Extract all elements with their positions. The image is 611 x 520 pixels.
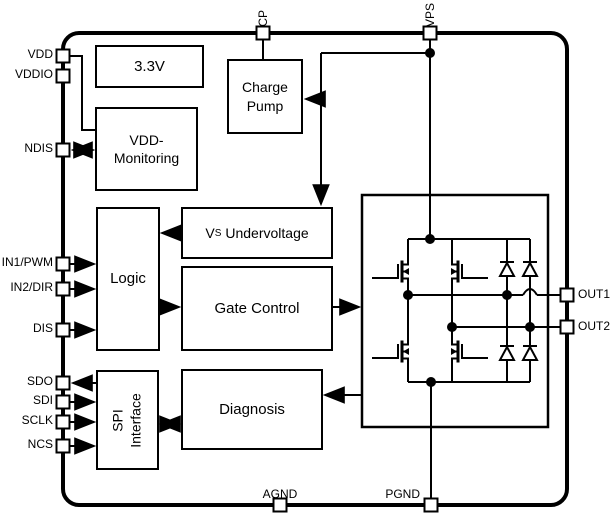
vdd-monitoring-label: VDD- Monitoring [113,131,180,166]
pin-label-in2-dir: IN2/DIR [10,280,53,294]
mosfet-high-side-left [372,239,409,295]
junction-dot [525,322,535,332]
pin-sclk [55,414,71,430]
junction-dot [425,234,435,244]
junction-dot [426,377,436,387]
mosfet-low-side-right [451,327,488,382]
pin-in1-pwm [55,256,71,272]
junction-dot [447,322,457,332]
pin-vdd [55,48,71,64]
gate-control-label: Gate Control [214,299,300,317]
pin-label-sdi: SDI [32,393,53,407]
diodes [498,260,539,361]
junction-dot [425,48,435,58]
vdd-monitoring-block [95,107,198,191]
pin-label-agnd: AGND [262,487,298,501]
gate-control-block [181,266,333,351]
pin-cp [255,25,271,41]
pin-label-in1-pwm: IN1/PWM [1,255,53,269]
pin-label-ncs: NCS [27,437,53,451]
pin-pgnd [423,497,439,513]
vs-undervoltage-block [181,207,333,259]
charge-pump-block [227,59,303,134]
pin-label-out2: OUT2 [578,319,611,333]
diode-lower-left [498,344,516,361]
block-rects [95,45,550,470]
pin-label-vdd: VDD [27,47,53,61]
charge-pump-label: Charge Pump [242,79,288,114]
pin-agnd [272,497,288,513]
pin-label-sclk: SCLK [21,413,53,427]
pin-vps [422,25,438,41]
pin-squares [55,25,575,513]
pin-label-vps: VPS [423,2,437,27]
mosfet-low-side-left [372,295,409,382]
pin-vddio [55,68,71,84]
mosfet-high-side-right [451,239,488,327]
diagnosis-label: Diagnosis [219,400,285,418]
diode-upper-right [521,260,539,277]
junction-dots [403,48,535,387]
diode-upper-left [498,260,516,277]
junction-dot [403,290,413,300]
mosfets [372,239,488,382]
pin-dis [55,322,71,338]
pin-sdo [55,375,71,391]
pin-label-out1: OUT1 [578,287,611,301]
diagnosis-block [181,369,323,450]
pin-label-dis: DIS [32,321,53,335]
pin-label-sdo: SDO [26,374,53,388]
spi-interface-label: SPI Interface [109,392,144,448]
regulator-label: 3.3V [134,57,165,75]
spi-interface-block [96,370,159,470]
pin-ndis [55,142,71,158]
pin-label-cp: CP [256,10,270,27]
logic-label: Logic [110,270,146,288]
regulator-block [95,45,204,88]
logic-block [96,207,160,351]
pin-ncs [55,438,71,454]
junction-dot [502,290,512,300]
pin-in2-dir [55,281,71,297]
diode-lower-right [521,344,539,361]
pin-sdi [55,394,71,410]
pin-label-ndis: NDIS [24,141,53,155]
pin-out2 [559,319,575,335]
h-bridge-block [360,193,550,429]
pin-label-pgnd: PGND [385,487,420,501]
pin-label-vddio: VDDIO [14,67,53,81]
wire-vdd-to-monitoring [70,55,95,131]
pin-out1 [559,287,575,303]
